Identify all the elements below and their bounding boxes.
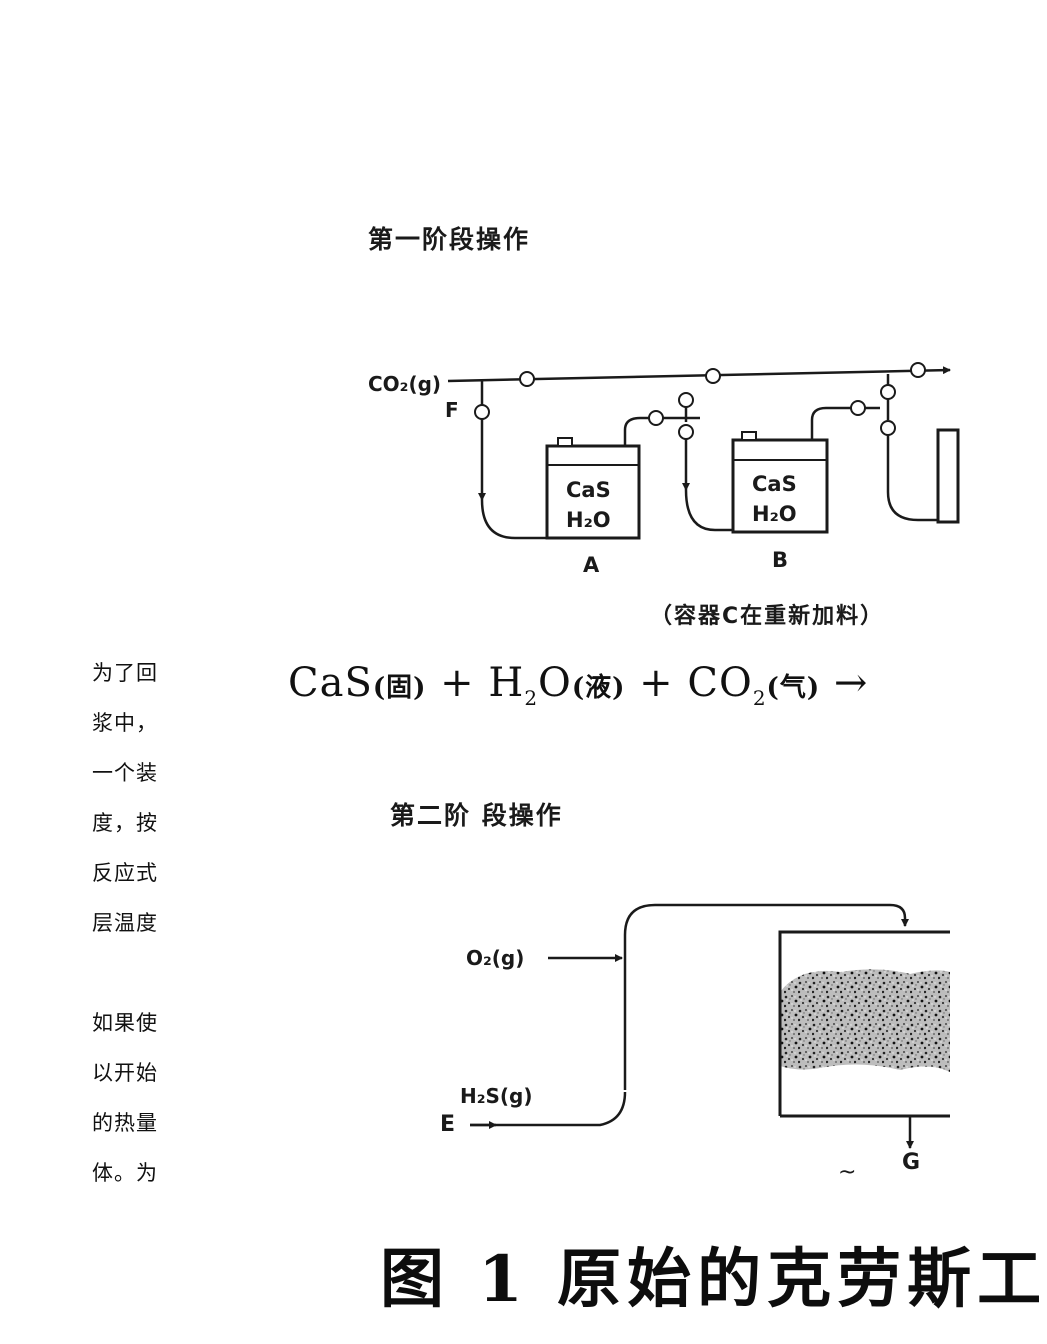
equation-state: (液) — [571, 673, 626, 703]
vessel-c-partial — [936, 428, 960, 524]
h2s-input-label: H₂S(g) — [460, 1084, 533, 1108]
equation-term: CO — [687, 660, 753, 706]
valve-icon — [474, 404, 490, 420]
vessel-a-line2: H₂O — [566, 508, 611, 532]
valve-icon — [678, 424, 694, 440]
equation-plus: + — [625, 660, 688, 706]
equation-state: (固) — [372, 673, 427, 703]
left-text-line: 如果使 — [92, 1011, 158, 1035]
equation-subscript: 2 — [752, 686, 767, 710]
e-label: E — [440, 1112, 456, 1137]
vessel-a-line1: CaS — [566, 478, 611, 502]
stage2-heading: 第二阶 段操作 — [390, 801, 563, 830]
equation-subscript: 2 — [524, 686, 539, 710]
equation-arrow: → — [820, 660, 869, 706]
reactor-vessels — [545, 428, 960, 540]
left-text-line: 以开始 — [92, 1061, 158, 1085]
vessel-b-line1: CaS — [752, 472, 797, 496]
left-text-line: 的热量 — [92, 1111, 158, 1135]
valve-icon — [678, 392, 694, 408]
document-page: 为了回 浆中， 一个装 度，按 反应式 层温度 如果使 以开始 的热量 体。为 … — [92, 225, 1041, 1317]
vessel-a-name: A — [583, 553, 600, 577]
co2-input-label: CO₂(g) — [368, 372, 442, 396]
valve-icon — [850, 400, 866, 416]
left-text-line: 为了回 — [92, 661, 158, 685]
reaction-equation: CaS(固) + H2O(液) + CO2(气) → — [288, 660, 868, 710]
f-label: F — [445, 398, 459, 422]
valve-icons — [474, 362, 926, 440]
o2-input-label: O₂(g) — [466, 946, 525, 970]
left-text-line: 度，按 — [92, 811, 158, 835]
equation-plus: + — [426, 660, 489, 706]
reactor-wall — [778, 930, 950, 1116]
left-text-line: 层温度 — [92, 911, 158, 935]
equation-state: (气) — [766, 673, 821, 703]
equation-term: CaS — [288, 660, 373, 706]
equation-term: H — [488, 660, 525, 706]
vessel-c-note: （容器C在重新加料） — [650, 604, 885, 629]
stage1-piping — [447, 366, 951, 540]
figure-caption: 图 1 原始的克劳斯工 — [380, 1242, 1047, 1317]
claus-process-diagram — [447, 362, 960, 1149]
stage2-piping — [470, 903, 914, 1149]
stage1-heading: 第一阶段操作 — [368, 225, 531, 254]
vessel-b-name: B — [772, 548, 789, 572]
catalyst-bed — [780, 969, 950, 1072]
vessel-a — [545, 444, 641, 540]
vessel-b — [731, 438, 829, 534]
vessel-b-line2: H₂O — [752, 502, 797, 526]
valve-icon — [880, 420, 896, 436]
g-label: G — [902, 1150, 921, 1175]
left-text-line: 反应式 — [92, 861, 158, 885]
left-text-line: 体。为 — [92, 1161, 158, 1185]
stage2-reactor — [778, 930, 950, 1118]
valve-icon — [705, 368, 721, 384]
equation-term: O — [538, 660, 572, 706]
valve-icon — [880, 384, 896, 400]
tilde-mark: ~ — [838, 1160, 857, 1185]
left-text-line: 一个装 — [92, 761, 158, 785]
valve-icon — [648, 410, 664, 426]
left-text-line: 浆中， — [92, 711, 158, 735]
valve-icon — [910, 362, 926, 378]
valve-icon — [519, 371, 535, 387]
